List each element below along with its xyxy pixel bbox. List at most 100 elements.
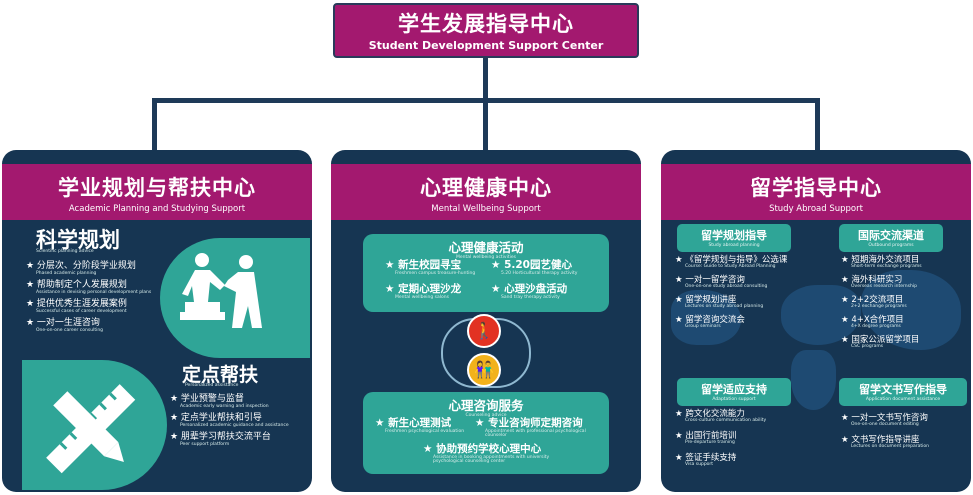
panel-mental-header: 心理健康中心 Mental Wellbeing Support bbox=[331, 164, 641, 220]
panel-abroad: 留学指导中心 Study Abroad Support 留学规划指导 Study… bbox=[661, 150, 971, 492]
panel-academic-subtitle: Academic Planning and Studying Support bbox=[68, 204, 246, 214]
planning-abroad-item-label: ★ 留学咨询交流会 bbox=[675, 315, 745, 325]
activity-item-caption: Mental wellbeing salons bbox=[395, 294, 449, 300]
adaptation-item-label: ★ 出国行前培训 bbox=[675, 431, 737, 441]
planning-abroad-item-label: ★ 一对一留学咨询 bbox=[675, 275, 745, 285]
adaptation-item-caption: Cross-culture communication ability bbox=[685, 418, 767, 424]
person-red-icon: 🚶 bbox=[467, 314, 501, 348]
activity-item-label: ★ 定期心理沙龙 bbox=[385, 283, 462, 295]
assist-item-caption: Personalized academic guidance and assis… bbox=[180, 422, 289, 428]
people-yellow-icon: 👫 bbox=[467, 353, 501, 387]
helping-hand-icon-bg bbox=[160, 238, 310, 358]
world-map-africa bbox=[791, 350, 836, 410]
activities-box: 心理健康活动 Mental wellbeing activities ★ 新生校… bbox=[363, 234, 609, 312]
pencil-ruler-icon bbox=[46, 384, 136, 474]
counseling-item-label: ★ 协助预约学校心理中心 bbox=[423, 443, 542, 455]
adaptation-item-caption: Pre-departure training bbox=[685, 440, 735, 446]
counseling-item-caption: Assistance in booking appointments with … bbox=[433, 454, 550, 465]
world-map-europe bbox=[781, 285, 861, 345]
documents-subtitle: Application document assistance bbox=[865, 397, 941, 402]
activities-subtitle: Mental wellbeing activities bbox=[456, 255, 516, 260]
planning-item-label: ★ 帮助制定个人发展规划 bbox=[26, 280, 127, 290]
planning-item-caption: Phased academic planning bbox=[36, 270, 97, 276]
assist-item-caption: Academic early warning and inspection bbox=[180, 403, 269, 409]
activities-title: 心理健康活动 bbox=[448, 240, 524, 255]
adaptation-item-label: ★ 跨文化交流能力 bbox=[675, 409, 745, 419]
documents-item-caption: Lectures on document preparation bbox=[851, 444, 929, 450]
exchange-title: 国际交流渠道 bbox=[858, 229, 924, 242]
planning-title-pill: 留学规划指导 Study abroad planning bbox=[677, 224, 791, 252]
exchange-item-label: ★ 国家公派留学项目 bbox=[841, 335, 920, 345]
section-assist-title: 定点帮扶 bbox=[182, 364, 259, 386]
header-title: 学生发展指导中心 bbox=[398, 12, 574, 36]
counseling-item-caption: Freshmen psychological evaluation bbox=[385, 428, 465, 434]
section-planning-subtitle: Scientific planning advice bbox=[36, 249, 94, 254]
planning-abroad-item-caption: Course: Guide to Study Abroad Planning bbox=[685, 264, 776, 270]
planning-subtitle: Study abroad planning bbox=[708, 243, 760, 248]
exchange-item-label: ★ 海外科研实习 bbox=[841, 275, 903, 285]
helping-hand-icon bbox=[180, 253, 262, 328]
assist-item-label: ★ 学业预警与监督 bbox=[170, 394, 244, 404]
world-map-americas bbox=[671, 290, 741, 345]
exchange-item-label: ★ 4+X合作项目 bbox=[841, 315, 904, 325]
documents-title-pill: 留学文书写作指导 Application document assistance bbox=[839, 378, 967, 406]
exchange-item-caption: 2+2 exchange programs bbox=[851, 304, 907, 310]
planning-item-caption: One-on-one career consulting bbox=[36, 327, 104, 333]
activity-item-label: ★ 新生校园寻宝 bbox=[385, 259, 462, 271]
exchange-item-caption: CSC programs bbox=[851, 344, 884, 350]
planning-item-label: ★ 一对一生涯咨询 bbox=[26, 318, 100, 328]
adaptation-item-label: ★ 签证手续支持 bbox=[675, 453, 737, 463]
exchange-item-caption: Short-term exchange programs bbox=[851, 264, 922, 270]
panel-academic-title: 学业规划与帮扶中心 bbox=[58, 176, 256, 200]
planning-abroad-item-label: ★ 《留学规划与指导》公选课 bbox=[675, 255, 788, 265]
documents-title: 留学文书写作指导 bbox=[859, 383, 947, 396]
panel-abroad-header: 留学指导中心 Study Abroad Support bbox=[661, 164, 971, 220]
connector-middle bbox=[483, 98, 488, 150]
assist-item-label: ★ 定点学业帮扶和引导 bbox=[170, 413, 262, 423]
panel-mental-title: 心理健康中心 bbox=[420, 176, 552, 200]
planning-item-label: ★ 分层次、分阶段学业规划 bbox=[26, 261, 136, 271]
header-box: 学生发展指导中心 Student Development Support Cen… bbox=[333, 3, 639, 58]
planning-abroad-item-caption: Group seminars bbox=[685, 324, 721, 330]
planning-item-caption: Successful cases of career development bbox=[36, 308, 127, 314]
connector-right bbox=[815, 98, 820, 150]
planning-title: 留学规划指导 bbox=[701, 229, 767, 242]
counseling-item-label: ★ 专业咨询师定期咨询 bbox=[475, 417, 583, 429]
activity-item-caption: Freshmen campus treasure-hunting bbox=[395, 270, 476, 276]
activity-item-label: ★ 心理沙盘活动 bbox=[491, 283, 568, 295]
activity-item-caption: 5.20 Horticultural therapy activity bbox=[501, 270, 578, 276]
counseling-item-label: ★ 新生心理测试 bbox=[375, 417, 452, 429]
exchange-item-label: ★ 2+2交流项目 bbox=[841, 295, 904, 305]
planning-abroad-item-caption: One-on-one study abroad consulting bbox=[685, 284, 768, 290]
counseling-item-caption: Appointment with professional psychologi… bbox=[485, 428, 586, 439]
activity-item-caption: Sand tray therapy activity bbox=[501, 294, 560, 300]
planning-abroad-item-caption: Lectures on study abroad planning bbox=[685, 304, 764, 310]
adaptation-title: 留学适应支持 bbox=[701, 383, 767, 396]
adaptation-title-pill: 留学适应支持 Adaptation support bbox=[677, 378, 791, 406]
panel-mental-subtitle: Mental Wellbeing Support bbox=[431, 204, 541, 214]
counseling-title: 心理咨询服务 bbox=[448, 398, 524, 413]
panel-abroad-title: 留学指导中心 bbox=[750, 176, 882, 200]
activity-item-label: ★ 5.20园艺健心 bbox=[491, 259, 572, 271]
section-assist-subtitle: Personalized assistance bbox=[185, 383, 239, 388]
connector-left bbox=[152, 98, 157, 150]
exchange-item-caption: 4+X degree programs bbox=[851, 324, 901, 330]
